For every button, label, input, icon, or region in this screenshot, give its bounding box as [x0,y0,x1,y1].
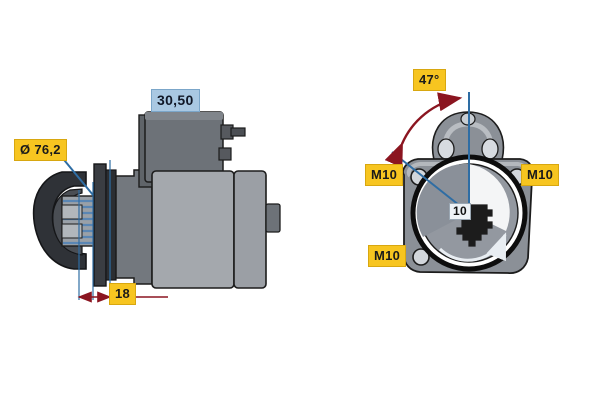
extension-lines [78,160,111,300]
pinion-teeth-badge: 10 [449,203,471,220]
solenoid-terminal-stud [230,127,246,137]
solenoid-highlight [145,112,223,120]
motor-yoke [151,170,235,289]
mount-angle-badge: 47° [413,69,446,91]
mounting-hole-bottom [412,248,430,266]
solenoid-terminal-right [481,138,499,160]
thread-badge-right: M10 [521,164,560,186]
pinion-protrusion-badge: 18 [109,283,137,305]
motor-body [151,170,281,289]
pinion-shaft-stub-2 [61,223,83,239]
pinion-rotation-arrow [438,232,507,262]
angle-arc-47 [384,92,463,168]
solenoid-small-terminal [218,147,232,161]
thread-badge-left: M10 [365,164,404,186]
angle-arc-path [384,92,463,168]
flange-shoulder [105,169,117,281]
end-cap-boss [265,203,281,233]
thread-badge-bottom: M10 [368,245,407,267]
pinion-shaft-stub [61,204,83,220]
diameter-badge: Ø 76,2 [14,139,67,161]
solenoid-terminal-left [437,138,455,160]
diameter-leader-line [59,154,94,196]
side-view-group [32,111,281,303]
commutator-end-cover [233,170,267,289]
drive-end-flange [93,163,117,287]
drive-end-face-view-group [384,92,535,274]
overall-length-badge: 30,50 [151,89,200,112]
flange-plate [93,163,107,287]
